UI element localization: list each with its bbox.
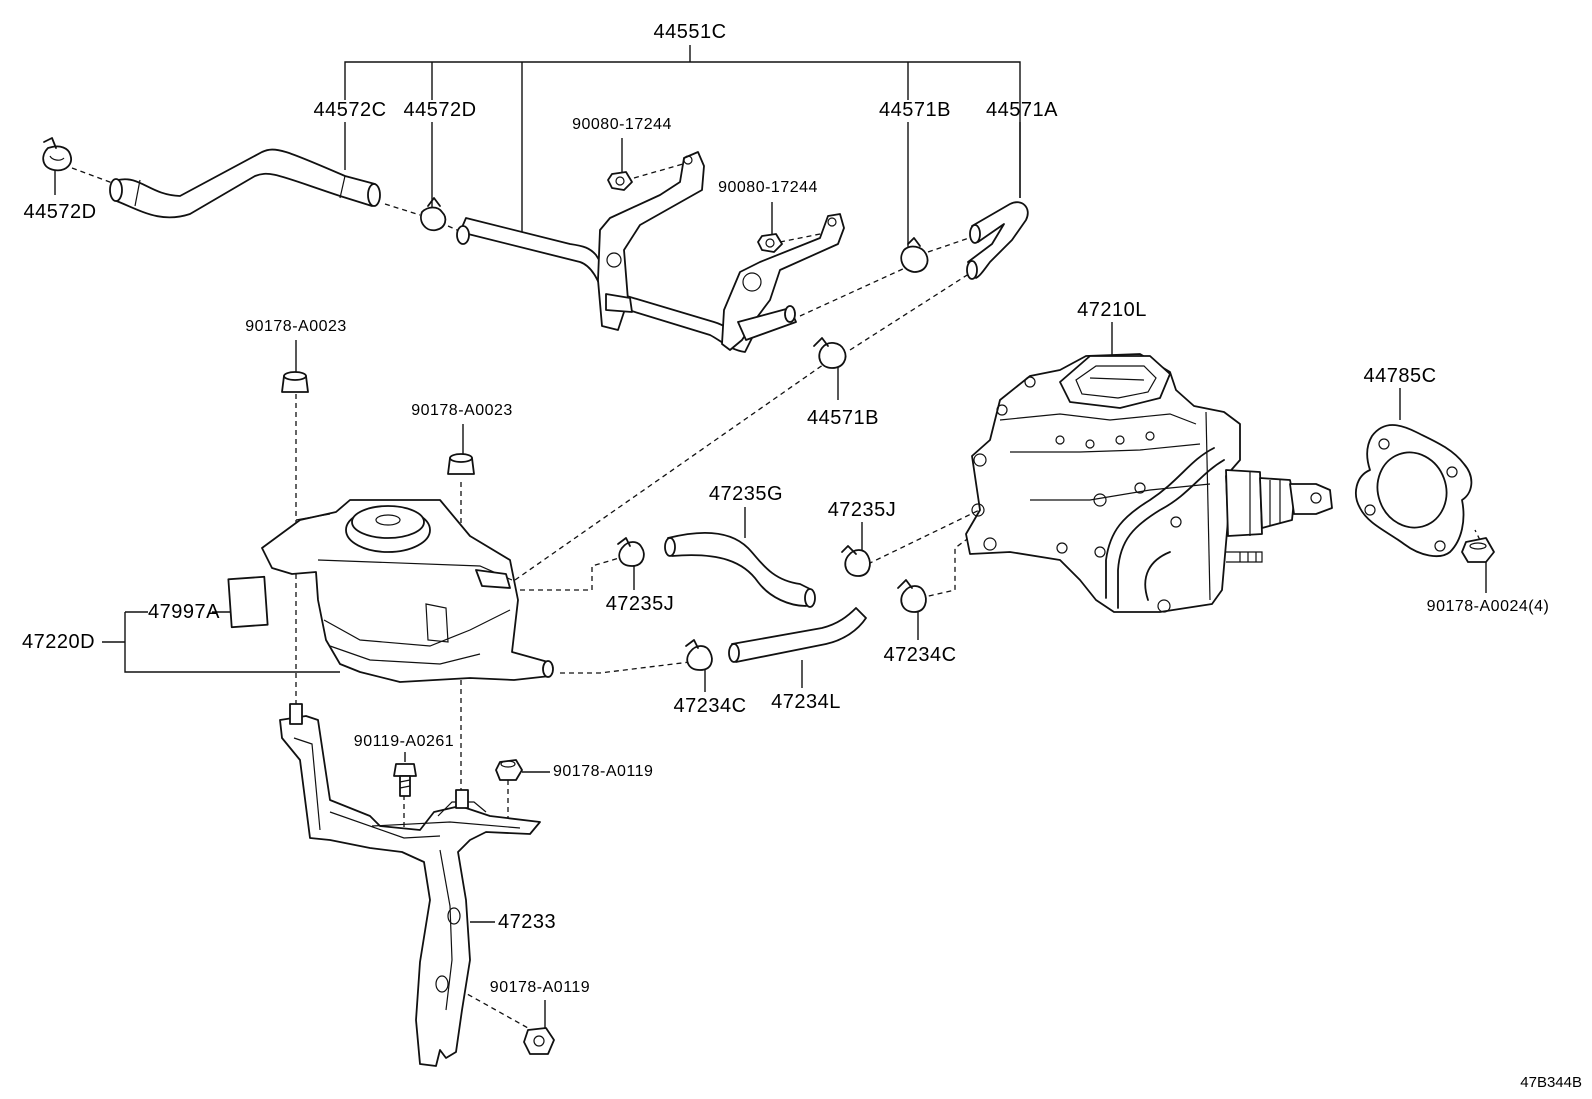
callout-44572d-top: 44572D xyxy=(403,99,477,121)
callout-44572c: 44572C xyxy=(313,99,387,121)
diagram-code: 47B344B xyxy=(1520,1074,1582,1091)
clamp-47234c-right xyxy=(897,579,927,613)
gasket-44785c xyxy=(1355,424,1473,558)
actuator-47210l xyxy=(965,353,1333,613)
callout-47220d: 47220D xyxy=(22,631,96,653)
grommet-90178-a0023-b xyxy=(447,453,475,475)
leader-lines xyxy=(54,45,1487,1030)
nut-90080-17244-b xyxy=(757,233,783,253)
callout-47235g: 47235G xyxy=(708,483,784,505)
clamp-44571b-top xyxy=(900,237,929,273)
hose-44572c xyxy=(109,148,381,219)
callout-90178-a0023-a: 90178-A0023 xyxy=(245,318,347,335)
nut-90178-a0119-top xyxy=(495,759,523,781)
callout-47235j-left: 47235J xyxy=(605,593,675,615)
clamp-47234c-left xyxy=(685,639,713,671)
reservoir-47220d xyxy=(227,499,554,683)
callout-44785c: 44785C xyxy=(1363,365,1437,387)
hose-47235g xyxy=(664,531,816,608)
callout-47235j-right: 47235J xyxy=(827,499,897,521)
callout-90178-a0023-b: 90178-A0023 xyxy=(411,402,513,419)
callout-44572d-left: 44572D xyxy=(23,201,97,223)
clamp-47235j-left xyxy=(617,537,645,567)
callout-47234c-right: 47234C xyxy=(883,644,957,666)
nut-90178-a0024 xyxy=(1461,537,1495,563)
callout-47997a: 47997A xyxy=(148,601,220,623)
clamp-44572d-left xyxy=(42,137,72,172)
callout-90178-a0024: 90178-A0024(4) xyxy=(1426,598,1550,615)
clamp-47235j-right xyxy=(841,545,871,577)
callout-47234l: 47234L xyxy=(771,691,841,713)
bracket-47233 xyxy=(279,703,541,1067)
callout-44551c: 44551C xyxy=(653,21,727,43)
nut-90080-17244-a xyxy=(607,171,633,191)
callout-44571b-mid: 44571B xyxy=(807,407,879,429)
clamp-44571b-mid xyxy=(813,337,847,369)
callout-44571a: 44571A xyxy=(986,99,1058,121)
pipe-44551c xyxy=(456,151,845,353)
callout-90119-a0261: 90119-A0261 xyxy=(353,733,455,750)
callout-47210l: 47210L xyxy=(1077,299,1147,321)
callout-44571b-top: 44571B xyxy=(879,99,951,121)
callout-90080-17244-b: 90080-17244 xyxy=(718,179,818,196)
callout-47234c-left: 47234C xyxy=(673,695,747,717)
callout-90080-17244-a: 90080-17244 xyxy=(572,116,672,133)
callout-90178-a0119-top: 90178-A0119 xyxy=(553,763,654,780)
bolt-90119-a0261 xyxy=(393,763,417,797)
hose-47234l xyxy=(728,607,867,663)
hose-44571a xyxy=(966,201,1029,280)
grommet-90178-a0023-a xyxy=(281,371,309,393)
nut-90178-a0119-bottom xyxy=(523,1027,555,1055)
clamp-44572d-top xyxy=(420,197,447,232)
callout-47233: 47233 xyxy=(498,911,557,933)
callout-90178-a0119-bottom: 90178-A0119 xyxy=(489,979,591,996)
